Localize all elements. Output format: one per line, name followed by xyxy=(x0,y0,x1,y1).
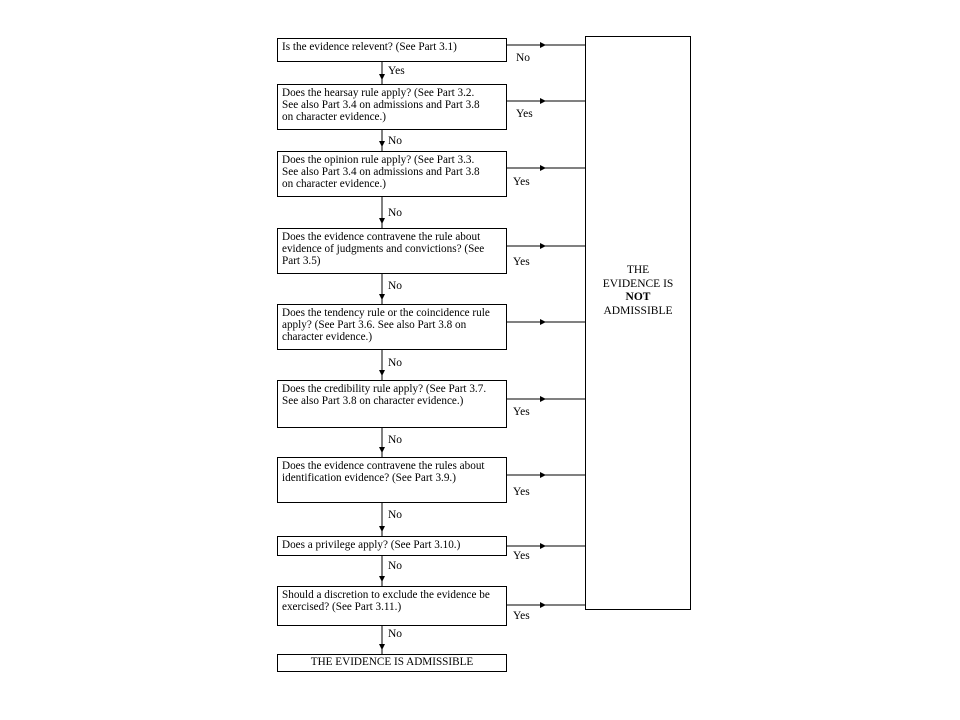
admissible-box: THE EVIDENCE IS ADMISSIBLE xyxy=(277,654,507,672)
not-admissible-line4: ADMISSIBLE xyxy=(603,304,673,317)
down-arrow-6 xyxy=(379,447,385,453)
question-box-hearsay: Does the hearsay rule apply? (See Part 3… xyxy=(277,84,507,130)
side-label-8: Yes xyxy=(513,550,530,562)
down-label-1: Yes xyxy=(388,65,405,77)
down-arrow-3 xyxy=(379,218,385,224)
question-box-discretion: Should a discretion to exclude the evide… xyxy=(277,586,507,626)
question-box-tendency: Does the tendency rule or the coincidenc… xyxy=(277,304,507,350)
down-label-4: No xyxy=(388,280,403,292)
question-box-judgments: Does the evidence contravene the rule ab… xyxy=(277,228,507,274)
question-box-relevance: Is the evidence relevent? (See Part 3.1) xyxy=(277,38,507,62)
down-arrow-1 xyxy=(379,74,385,80)
down-label-9: No xyxy=(388,628,403,640)
down-arrow-5 xyxy=(379,370,385,376)
down-arrow-7 xyxy=(379,526,385,532)
side-label-4: Yes xyxy=(513,256,530,268)
side-label-7: Yes xyxy=(513,486,530,498)
question-box-credibility: Does the credibility rule apply? (See Pa… xyxy=(277,380,507,428)
side-arrow-6 xyxy=(540,396,546,402)
not-admissible-text: THE EVIDENCE IS NOT ADMISSIBLE xyxy=(586,264,690,318)
side-arrow-8 xyxy=(540,543,546,549)
side-label-3: Yes xyxy=(513,176,530,188)
side-arrow-4 xyxy=(540,243,546,249)
side-arrow-7 xyxy=(540,472,546,478)
side-arrow-5 xyxy=(540,319,546,325)
side-label-6: Yes xyxy=(513,406,530,418)
down-arrow-8 xyxy=(379,576,385,582)
down-label-7: No xyxy=(388,509,403,521)
side-label-1: No xyxy=(516,52,531,64)
question-box-privilege: Does a privilege apply? (See Part 3.10.) xyxy=(277,536,507,556)
question-box-identification: Does the evidence contravene the rules a… xyxy=(277,457,507,503)
down-arrow-4 xyxy=(379,294,385,300)
side-arrow-1 xyxy=(540,42,546,48)
not-admissible-line3: NOT xyxy=(625,291,651,303)
side-label-9: Yes xyxy=(513,610,530,622)
down-label-6: No xyxy=(388,434,403,446)
down-arrow-9 xyxy=(379,644,385,650)
side-arrow-2 xyxy=(540,98,546,104)
not-admissible-line1: THE xyxy=(626,264,650,276)
down-label-5: No xyxy=(388,357,403,369)
down-label-2: No xyxy=(388,135,403,147)
not-admissible-box: THE EVIDENCE IS NOT ADMISSIBLE xyxy=(585,36,691,610)
down-arrow-2 xyxy=(379,141,385,147)
side-arrow-9 xyxy=(540,602,546,608)
side-arrow-3 xyxy=(540,165,546,171)
question-box-opinion: Does the opinion rule apply? (See Part 3… xyxy=(277,151,507,197)
side-label-2: Yes xyxy=(516,108,533,120)
down-label-3: No xyxy=(388,207,403,219)
not-admissible-line2: EVIDENCE IS xyxy=(602,277,674,290)
down-label-8: No xyxy=(388,560,403,572)
